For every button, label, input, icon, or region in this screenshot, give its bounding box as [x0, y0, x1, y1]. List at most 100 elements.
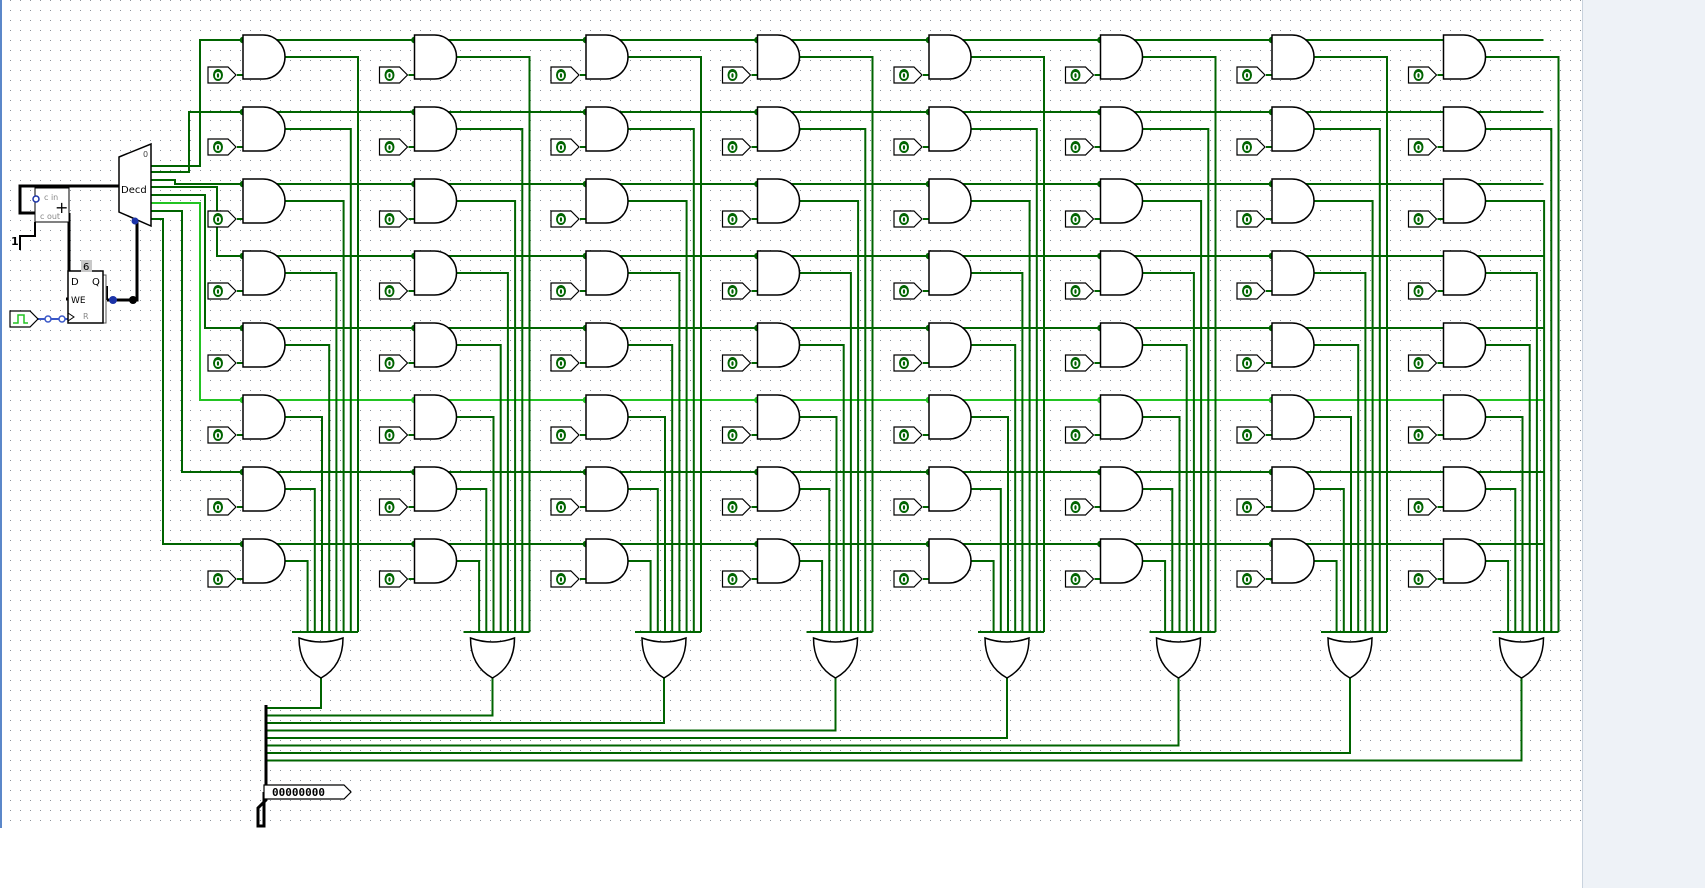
or-gate[interactable]	[812, 636, 859, 679]
and-gate[interactable]	[585, 250, 629, 296]
and-gate-body[interactable]	[1442, 322, 1487, 368]
and-gate-body[interactable]	[585, 250, 629, 296]
input-pin[interactable]: 0	[550, 138, 580, 156]
input-pin[interactable]: 0	[550, 282, 580, 300]
and-gate[interactable]	[928, 322, 972, 368]
input-pin[interactable]: 0	[207, 282, 237, 300]
register-body[interactable]	[67, 270, 104, 324]
and-gate-body[interactable]	[756, 322, 801, 368]
and-gate-body[interactable]	[1271, 250, 1315, 296]
and-gate[interactable]	[928, 538, 972, 584]
and-gate-body[interactable]	[585, 34, 629, 80]
and-gate[interactable]	[756, 538, 801, 584]
or-gate[interactable]	[469, 636, 516, 679]
input-pin[interactable]: 0	[1064, 354, 1095, 372]
and-gate[interactable]	[413, 178, 458, 224]
and-gate[interactable]	[928, 178, 972, 224]
input-pin[interactable]: 0	[1064, 282, 1095, 300]
register[interactable]: 6 D Q WE R	[67, 260, 107, 324]
and-gate[interactable]	[413, 322, 458, 368]
and-gate-body[interactable]	[413, 538, 458, 584]
and-gate-body[interactable]	[1271, 466, 1315, 512]
input-pin[interactable]: 0	[1064, 426, 1095, 444]
input-pin[interactable]: 0	[893, 570, 923, 588]
input-pin[interactable]: 0	[1236, 570, 1266, 588]
input-pin[interactable]: 0	[1236, 498, 1266, 516]
input-pin[interactable]: 0	[378, 138, 409, 156]
and-gate[interactable]	[1442, 178, 1487, 224]
and-gate-body[interactable]	[413, 250, 458, 296]
input-pin[interactable]: 0	[1236, 426, 1266, 444]
and-gate-body[interactable]	[928, 466, 972, 512]
and-gate-body[interactable]	[1442, 466, 1487, 512]
input-pin[interactable]: 0	[1064, 570, 1095, 588]
or-gate-body[interactable]	[984, 636, 1030, 679]
input-pin[interactable]: 0	[721, 210, 752, 228]
input-pin[interactable]: 0	[1064, 138, 1095, 156]
input-pin[interactable]: 0	[550, 210, 580, 228]
input-pin[interactable]: 0	[1236, 66, 1266, 84]
and-gate-body[interactable]	[242, 322, 286, 368]
input-pin[interactable]: 0	[1236, 138, 1266, 156]
input-pin[interactable]: 0	[550, 66, 580, 84]
and-gate[interactable]	[1271, 250, 1315, 296]
and-gate[interactable]	[1442, 538, 1487, 584]
and-gate-body[interactable]	[928, 538, 972, 584]
input-pin[interactable]: 0	[1407, 426, 1438, 444]
input-pin[interactable]: 0	[721, 138, 752, 156]
adder[interactable]: c in c out +	[32, 187, 70, 223]
and-gate-body[interactable]	[1099, 250, 1144, 296]
or-gate[interactable]	[298, 636, 344, 679]
and-gate[interactable]	[1271, 466, 1315, 512]
and-gate[interactable]	[1099, 322, 1144, 368]
and-gate-body[interactable]	[242, 394, 286, 440]
decoder-body[interactable]	[118, 142, 152, 228]
and-gate-body[interactable]	[1099, 394, 1144, 440]
input-pin[interactable]: 0	[1407, 498, 1438, 516]
and-gate-body[interactable]	[1442, 178, 1487, 224]
gates-layer[interactable]: 0000000000000000000000000000000000000000…	[207, 34, 1545, 679]
and-gate-body[interactable]	[756, 178, 801, 224]
and-gate[interactable]	[756, 394, 801, 440]
input-pin[interactable]: 0	[1407, 66, 1438, 84]
or-gate-body[interactable]	[812, 636, 859, 679]
and-gate-body[interactable]	[413, 34, 458, 80]
and-gate-body[interactable]	[1271, 178, 1315, 224]
and-gate[interactable]	[1442, 250, 1487, 296]
and-gate[interactable]	[1271, 34, 1315, 80]
output-pin[interactable]: 00000000	[263, 784, 352, 800]
and-gate-body[interactable]	[756, 466, 801, 512]
and-gate[interactable]	[1099, 538, 1144, 584]
input-pin[interactable]: 0	[378, 282, 409, 300]
and-gate-body[interactable]	[1271, 34, 1315, 80]
and-gate[interactable]	[242, 178, 286, 224]
input-pin[interactable]: 0	[550, 354, 580, 372]
or-gate-body[interactable]	[298, 636, 344, 679]
input-pin[interactable]: 0	[893, 210, 923, 228]
input-pin[interactable]: 0	[1407, 138, 1438, 156]
and-gate[interactable]	[1271, 178, 1315, 224]
and-gate-body[interactable]	[1099, 466, 1144, 512]
and-gate[interactable]	[1271, 106, 1315, 152]
and-gate-body[interactable]	[928, 106, 972, 152]
and-gate[interactable]	[756, 106, 801, 152]
or-gate-body[interactable]	[1155, 636, 1202, 679]
and-gate-body[interactable]	[1442, 34, 1487, 80]
input-pin[interactable]: 0	[378, 570, 409, 588]
and-gate[interactable]	[585, 466, 629, 512]
and-gate-body[interactable]	[1099, 538, 1144, 584]
and-gate[interactable]	[413, 34, 458, 80]
input-pin[interactable]: 0	[721, 498, 752, 516]
input-pin[interactable]: 0	[1064, 66, 1095, 84]
and-gate[interactable]	[1271, 322, 1315, 368]
input-pin[interactable]: 0	[550, 498, 580, 516]
and-gate-body[interactable]	[413, 178, 458, 224]
and-gate-body[interactable]	[413, 106, 458, 152]
and-gate-body[interactable]	[585, 178, 629, 224]
and-gate-body[interactable]	[1442, 394, 1487, 440]
and-gate[interactable]	[756, 178, 801, 224]
input-pin[interactable]: 0	[1064, 210, 1095, 228]
and-gate[interactable]	[928, 394, 972, 440]
input-pin[interactable]: 0	[893, 426, 923, 444]
